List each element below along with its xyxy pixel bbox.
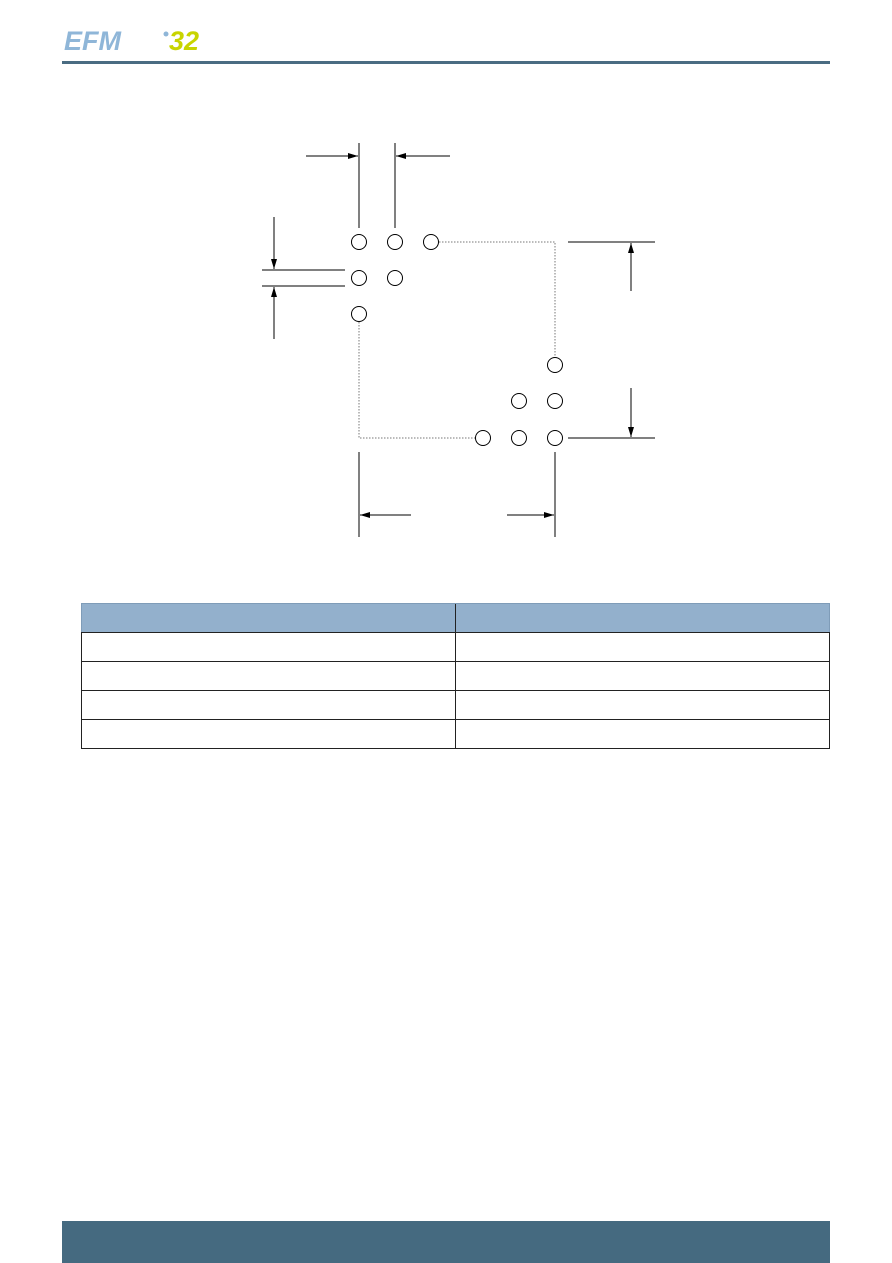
table-row <box>81 719 830 749</box>
pad-circle <box>511 393 527 409</box>
pad-circle <box>475 430 491 446</box>
pad-circle <box>547 393 563 409</box>
pad-circle <box>511 430 527 446</box>
table-cell <box>455 719 830 749</box>
table-header-cell <box>455 603 830 633</box>
header-rule <box>62 61 830 64</box>
table-cell <box>455 690 830 720</box>
table-row <box>81 632 830 662</box>
logo-text-efm: EFM <box>64 26 122 56</box>
outline-dotted <box>358 322 475 439</box>
pad-circle <box>423 234 439 250</box>
pad-circle <box>387 270 403 286</box>
pad-circle <box>351 270 367 286</box>
pad-circle <box>547 357 563 373</box>
table-header-cell <box>81 603 456 633</box>
table-cell <box>81 690 456 720</box>
efm32-logo: EFM 32 <box>64 26 199 56</box>
table-cell <box>81 632 456 662</box>
table-cell <box>455 661 830 691</box>
pad-circle <box>351 306 367 322</box>
pad-layout-drawing <box>262 143 655 537</box>
outline-dotted <box>439 241 556 357</box>
table-cell <box>455 632 830 662</box>
table-row <box>81 661 830 691</box>
logo-dot-icon <box>163 31 169 37</box>
table-row <box>81 690 830 720</box>
pad-circle <box>547 430 563 446</box>
table-header-row <box>81 603 830 633</box>
logo-text-32: 32 <box>169 26 199 56</box>
pad-circle <box>387 234 403 250</box>
dimension-table <box>81 603 830 749</box>
pad-circle <box>351 234 367 250</box>
footer-bar <box>62 1221 830 1263</box>
table-cell <box>81 719 456 749</box>
table-cell <box>81 661 456 691</box>
